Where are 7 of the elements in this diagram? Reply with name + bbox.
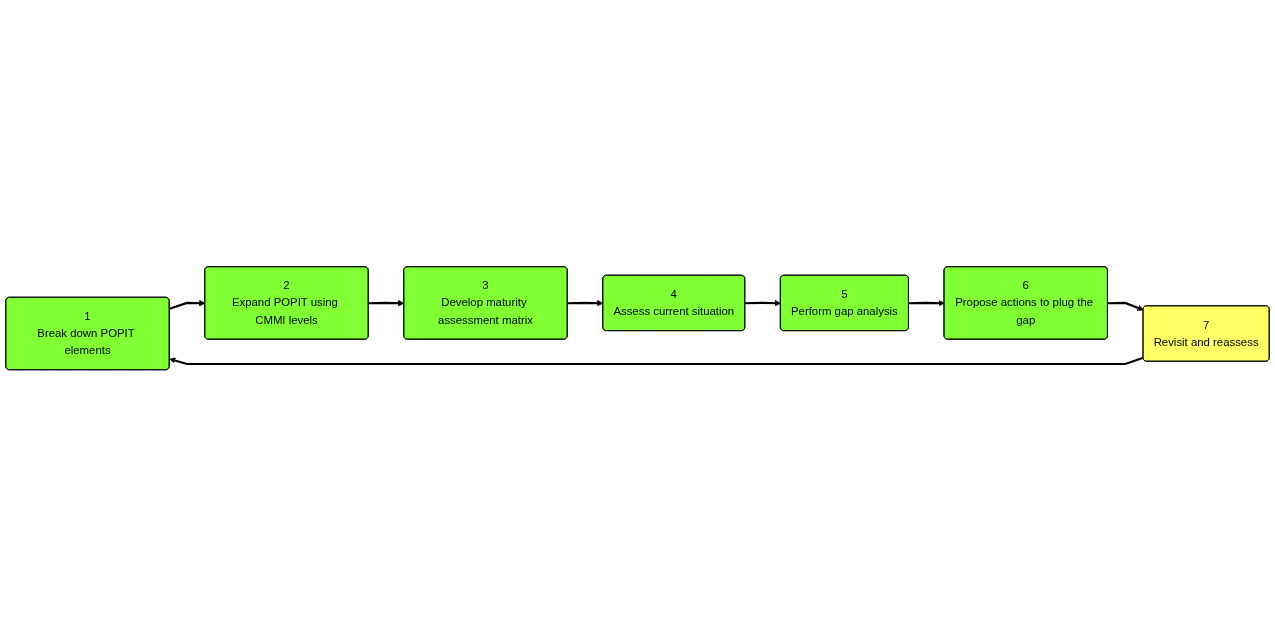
arrow: [1107, 302, 1144, 312]
arrow: [368, 300, 405, 307]
arrow: [169, 300, 206, 311]
arrow: [567, 300, 604, 307]
arrow: [745, 300, 781, 307]
arrow: [908, 300, 945, 307]
arrow: [169, 356, 1144, 366]
